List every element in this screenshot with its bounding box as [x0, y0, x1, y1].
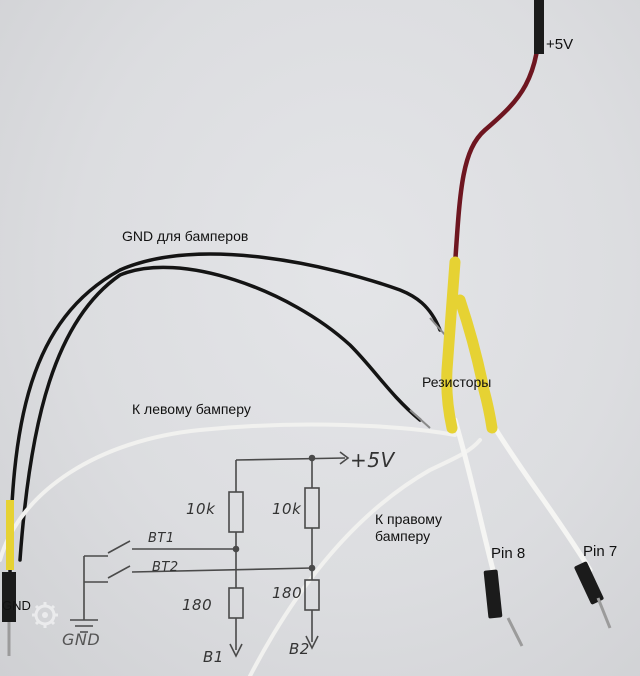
pencil-schematic — [70, 451, 350, 658]
left-bumper-label: К левому бамперу — [132, 401, 251, 417]
sketch-r2-label: 10k — [272, 500, 302, 518]
sketch-gnd-label: GND — [62, 630, 101, 649]
sketch-switch-bt2 — [107, 565, 131, 579]
sketch-r4-label: 180 — [272, 584, 303, 602]
gnd-label: GND — [2, 598, 31, 613]
sketch-supply-label: +5V — [350, 448, 395, 472]
sketch-supply-arrow — [339, 451, 350, 465]
white-pin7-wire — [487, 417, 593, 573]
sketch-r1-label: 10k — [186, 500, 216, 518]
sketch-supply-rail — [235, 457, 346, 461]
pin8-label: Pin 8 — [491, 545, 526, 562]
sketch-bt1-label: BT1 — [148, 531, 175, 546]
pin8-metal — [506, 617, 524, 647]
white-left-bumper-wire — [0, 422, 457, 562]
supply-connector-pin — [534, 0, 544, 54]
sketch-r1 — [228, 491, 244, 533]
resistors-label: Резисторы — [422, 374, 492, 390]
black-gnd-wire-2 — [18, 265, 422, 562]
heat-shrink-left — [441, 256, 461, 434]
bare-wire-tip-2 — [409, 409, 431, 429]
pin7-connector — [574, 561, 604, 605]
gnd-connector — [2, 572, 16, 622]
sketch-bt2-line — [131, 567, 313, 573]
red-supply-wire — [452, 7, 543, 268]
sketch-r3-label: 180 — [182, 596, 213, 614]
sketch-bt2-label: BT2 — [152, 560, 179, 575]
sketch-switch-bt1 — [107, 540, 131, 554]
sketch-r2 — [304, 487, 320, 529]
plus-5v-label: +5V — [546, 36, 574, 53]
sketch-gnd-symbol — [70, 619, 98, 633]
sketch-switch-common — [83, 555, 108, 620]
bare-wire-tip-1 — [429, 317, 447, 337]
right-bumper-label: К правому бамперу — [375, 511, 443, 544]
cogwheel-watermark-icon — [32, 602, 58, 628]
sketch-b1-label: B1 — [203, 648, 224, 666]
pin7-label: Pin 7 — [583, 543, 618, 560]
black-gnd-wire-1 — [8, 252, 442, 582]
sketch-b2-label: B2 — [289, 640, 310, 658]
gnd-bumpers-label: GND для бамперов — [122, 228, 249, 244]
pin7-metal — [596, 597, 612, 629]
white-pin8-wire — [452, 417, 496, 573]
sketch-arrow-b1 — [229, 643, 243, 658]
white-right-bumper-wire — [248, 438, 482, 676]
sketch-r4 — [304, 579, 320, 611]
heat-shrink-right — [454, 294, 498, 434]
sketch-r3 — [228, 587, 244, 619]
pin8-connector — [483, 569, 503, 619]
sketch-arrow-b2 — [305, 635, 319, 650]
